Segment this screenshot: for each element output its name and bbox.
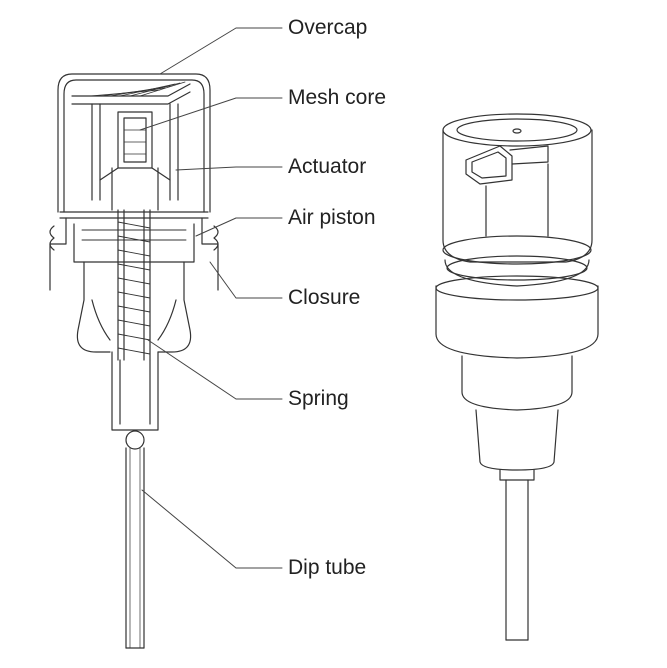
label-actuator: Actuator bbox=[288, 155, 367, 178]
label-spring: Spring bbox=[288, 387, 349, 410]
overcap-section bbox=[57, 73, 211, 213]
exterior-view bbox=[435, 113, 599, 641]
label-dip-tube: Dip tube bbox=[288, 556, 367, 579]
leader-closure bbox=[209, 261, 283, 299]
label-closure: Closure bbox=[288, 286, 361, 309]
label-mesh-core: Mesh core bbox=[288, 86, 387, 109]
cross-section-view bbox=[49, 73, 219, 649]
air-piston-section bbox=[49, 211, 219, 353]
leader-dip-tube bbox=[141, 489, 283, 569]
label-overcap: Overcap bbox=[288, 16, 368, 39]
leader-spring bbox=[147, 339, 283, 400]
leader-air-piston bbox=[195, 217, 283, 237]
mesh-core-section bbox=[71, 81, 191, 211]
dip-tube-section bbox=[125, 447, 145, 649]
leader-overcap bbox=[159, 27, 283, 75]
leader-actuator bbox=[175, 166, 283, 171]
leader-lines bbox=[139, 27, 283, 569]
label-air-piston: Air piston bbox=[288, 206, 376, 229]
spring-section bbox=[111, 209, 159, 450]
leader-mesh-core bbox=[139, 97, 283, 131]
